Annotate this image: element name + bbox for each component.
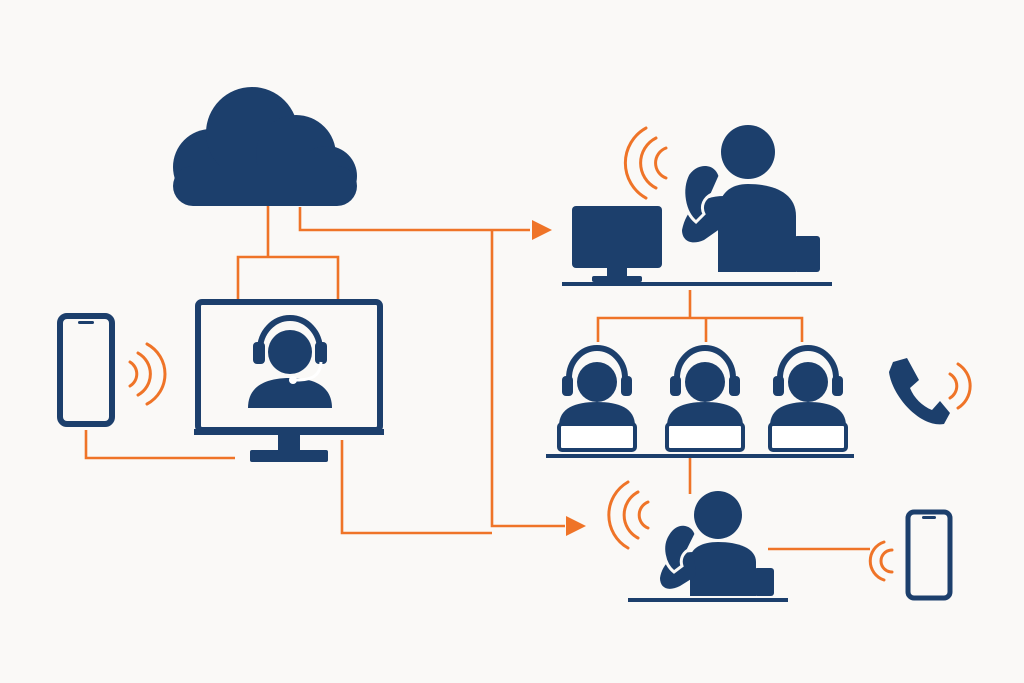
connector-arrows [532, 220, 586, 536]
edge-cloud-field-agent [490, 230, 565, 528]
arrow-to-field-agent [566, 516, 586, 536]
headset-agent-icon [248, 315, 332, 408]
field-agent-icon [607, 480, 788, 602]
supervisor-desk-icon [562, 125, 832, 286]
edge-phone-monitor [84, 430, 235, 460]
headset-agent-icon-3 [770, 348, 846, 450]
edge-cloud-monitor [236, 205, 340, 300]
headset-agent-icon-2 [667, 348, 743, 450]
monitor-agent-icon [194, 299, 384, 462]
edge-supervisor-team [596, 290, 804, 342]
arrow-to-supervisor [532, 220, 552, 240]
phone-handset-icon [889, 358, 972, 425]
smartphone-icon-left [57, 313, 167, 427]
connector-lines [84, 205, 870, 551]
signal-waves-icon [948, 362, 972, 410]
cloud-icon [173, 87, 357, 206]
signal-waves-icon [607, 480, 650, 550]
signal-waves-icon [128, 342, 167, 406]
smartphone-icon-right [868, 509, 953, 601]
signal-waves-icon [623, 126, 668, 200]
headset-agent-icon-1 [559, 348, 635, 450]
agent-team-group [546, 348, 854, 458]
edge-monitor-field-agent [340, 440, 492, 535]
team-desk [546, 454, 854, 458]
signal-waves-icon [868, 540, 894, 582]
edge-cloud-supervisor [298, 207, 530, 232]
